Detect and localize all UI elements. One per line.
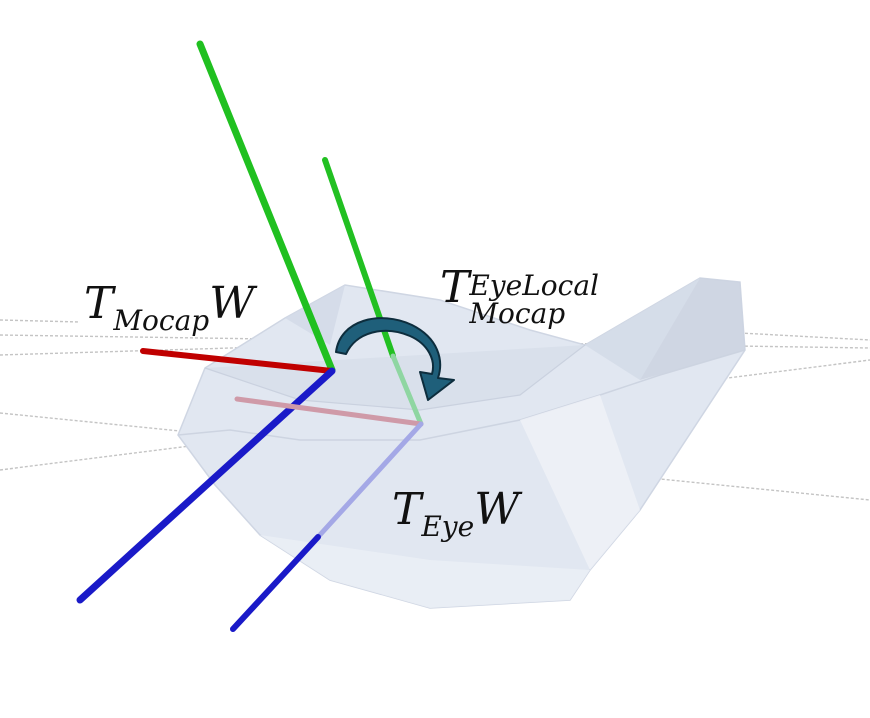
headset-mesh [177, 277, 746, 609]
grid-line [739, 332, 870, 341]
label-eyelocal-base: T [440, 262, 470, 313]
headset-bottom-facet [260, 535, 590, 608]
label-eye-subscript: Eye [421, 510, 475, 543]
curved-arrow-icon [335, 317, 455, 401]
eye-x-axis-hidden [234, 396, 424, 427]
label-eye-world-transform: TEyeW [392, 488, 519, 541]
label-eyelocal-subscript: Mocap [469, 297, 566, 330]
headset-front-facet [520, 395, 640, 570]
headset-rim-edge [177, 349, 746, 441]
headset-facet [285, 285, 345, 345]
label-eye-suffix: W [474, 484, 520, 535]
rotation-arrow [335, 317, 455, 401]
mocap-y-axis [196, 40, 336, 374]
mocap-frame [76, 40, 336, 604]
eye-y-axis-hidden [390, 353, 424, 427]
label-eye-base: T [392, 484, 422, 535]
label-mocap-subscript: Mocap [113, 304, 210, 337]
grid-line [0, 319, 81, 323]
label-mocap-world-transform: TMocapW [84, 282, 254, 335]
mocap-z-axis [76, 367, 336, 604]
eye-z-axis-hidden [315, 421, 424, 540]
headset-inner-cavity [204, 344, 586, 411]
label-mocap-suffix: W [209, 278, 255, 329]
headset-strap-facet [585, 278, 700, 380]
mocap-x-axis [140, 348, 335, 374]
eye-z-axis-visible [230, 534, 321, 632]
headset-strap-side [640, 278, 745, 380]
label-mocap-base: T [84, 278, 114, 329]
label-eyelocal-superscript: EyeLocal [469, 269, 599, 302]
